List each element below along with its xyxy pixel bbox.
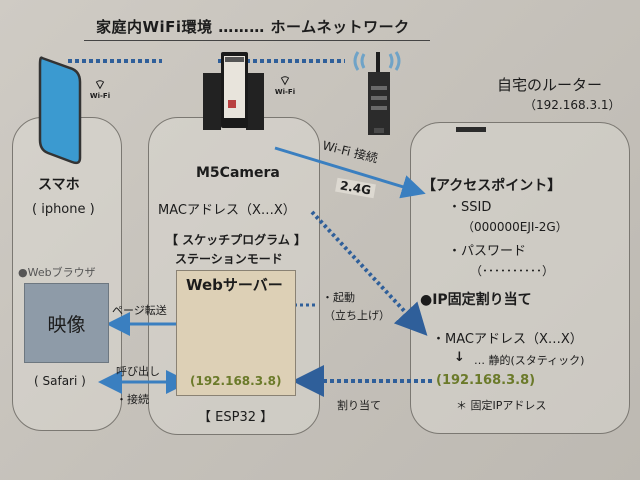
- chip-label: 【 ESP32 】: [198, 410, 274, 425]
- video-label: 映像: [47, 313, 86, 336]
- call-label: 呼び出し: [116, 365, 160, 378]
- router-mac: ・MACアドレス（X…X）: [432, 332, 583, 347]
- camera-name: M5Camera: [196, 165, 280, 181]
- assign-label: 割り当て: [337, 399, 381, 412]
- camera-ip: (192.168.3.8): [190, 374, 282, 388]
- page-transfer-label: ページ転送: [112, 304, 167, 317]
- router-panel: [410, 122, 630, 434]
- station-mode-label: ステーションモード: [175, 252, 283, 266]
- ssid-value: （000000EJI-2G）: [462, 220, 568, 234]
- wifi-icon-phone: ⌔ Wi-Fi: [89, 78, 111, 100]
- smartphone-model: ( iphone ): [32, 202, 95, 217]
- wifi-connect-arrow: [274, 146, 426, 199]
- static-label: … 静的(スタティック): [474, 354, 585, 367]
- fixed-ip-title: ●IP固定割り当て: [420, 292, 532, 308]
- access-point-title: 【アクセスポイント】: [422, 178, 562, 194]
- connect-label: ・接続: [116, 393, 149, 406]
- boot-sub-label: （立ち上げ）: [324, 309, 390, 322]
- router-name: 自宅のルーター: [497, 76, 603, 94]
- video-view: 映像: [24, 283, 109, 363]
- ssid-label: ・SSID: [448, 200, 492, 215]
- fixed-ip-note: ＊ 固定IPアドレス: [456, 399, 547, 412]
- password-value: （･･････････）: [470, 264, 555, 278]
- smartphone-icon: [38, 56, 82, 165]
- password-label: ・パスワード: [448, 244, 527, 259]
- mac-registration-dotted-arrow: [310, 210, 428, 336]
- sketch-program-label: 【 スケッチプログラム 】: [166, 233, 306, 247]
- browser-label: ●Webブラウザ: [18, 266, 96, 279]
- diagram-title: 家庭内WiFi環境 ……… ホームネットワーク: [96, 18, 410, 36]
- router-signal-icon: [353, 51, 401, 71]
- title-underline: [84, 40, 430, 41]
- browser-name: ( Safari ): [34, 374, 86, 388]
- wifi-icon-camera: ⌔ Wi-Fi: [274, 74, 296, 96]
- boot-label: ・起動: [322, 291, 355, 304]
- router-icon: [368, 72, 486, 135]
- router-ip: （192.168.3.1）: [524, 98, 621, 112]
- static-arrow: ↓: [454, 350, 465, 365]
- m5camera-icon: [203, 52, 264, 130]
- assigned-ip: (192.168.3.8): [436, 373, 536, 388]
- camera-mac: MACアドレス（X…X）: [158, 203, 296, 218]
- smartphone-name: スマホ: [38, 177, 80, 193]
- webserver-label: Webサーバー: [186, 276, 283, 294]
- webserver-box: [176, 270, 296, 396]
